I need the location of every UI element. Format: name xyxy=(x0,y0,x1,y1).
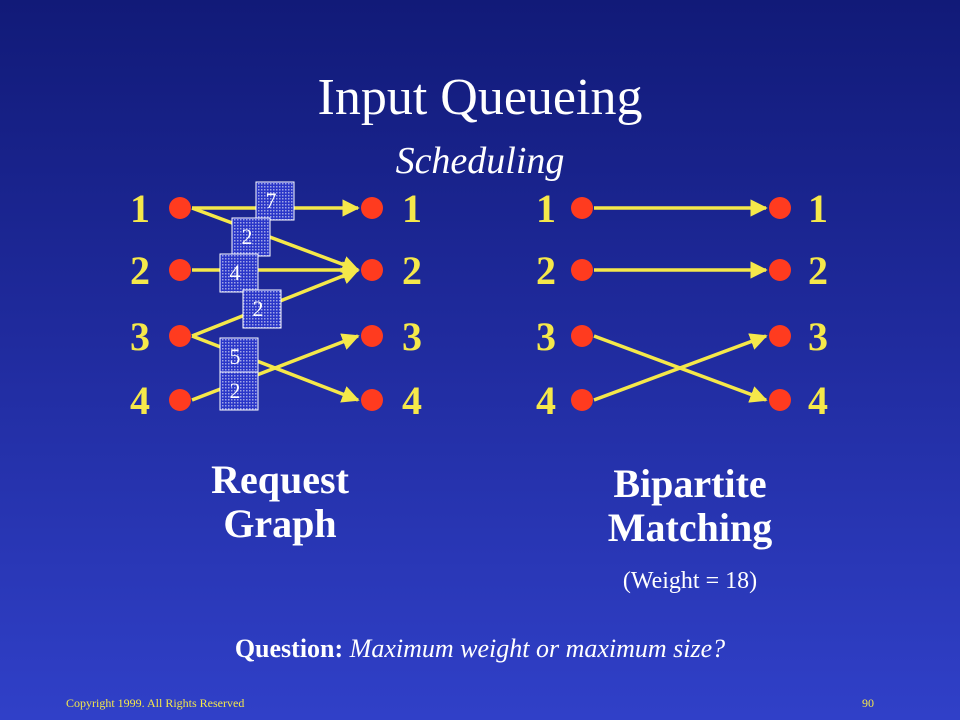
request-input-label-2: 2 xyxy=(130,248,150,293)
request-output-node-1 xyxy=(361,197,383,219)
request-input-node-2 xyxy=(169,259,191,281)
request-input-label-1: 1 xyxy=(130,186,150,231)
request-output-label-2: 2 xyxy=(402,248,422,293)
weight-value: 2 xyxy=(242,224,253,249)
matching-input-node-1 xyxy=(571,197,593,219)
weight-value: 7 xyxy=(266,188,277,213)
matching-weight-note: (Weight = 18) xyxy=(622,568,758,594)
matching-output-node-4 xyxy=(769,389,791,411)
request-output-node-4 xyxy=(361,389,383,411)
matching-output-label-3: 3 xyxy=(808,314,828,359)
request-edge-1-to-2 xyxy=(191,206,360,273)
request-caption-line2: Graph xyxy=(223,501,337,546)
request-caption-line1: Request xyxy=(211,457,349,502)
weight-value: 2 xyxy=(253,296,264,321)
question-line: Question: Maximum weight or maximum size… xyxy=(0,634,960,664)
weight-box-3-to-4: 5 xyxy=(219,337,259,377)
matching-input-node-3 xyxy=(571,325,593,347)
question-label: Question: xyxy=(234,634,344,663)
request-output-label-3: 3 xyxy=(402,314,422,359)
request-output-label-4: 4 xyxy=(402,378,422,423)
request-input-node-1 xyxy=(169,197,191,219)
request-input-node-3 xyxy=(169,325,191,347)
matching-output-node-3 xyxy=(769,325,791,347)
bipartite-caption-line1: Bipartite xyxy=(613,461,767,506)
weight-value: 2 xyxy=(230,378,241,403)
page-number: 90 xyxy=(862,696,874,710)
slide-title: Input Queueing xyxy=(317,69,643,126)
question-text: Maximum weight or maximum size? xyxy=(349,634,726,663)
matching-output-label-2: 2 xyxy=(808,248,828,293)
request-graph-caption: Request Graph xyxy=(180,458,380,546)
weight-value: 4 xyxy=(230,260,241,285)
matching-output-node-2 xyxy=(769,259,791,281)
weight-value: 5 xyxy=(230,344,241,369)
matching-output-label-1: 1 xyxy=(808,186,828,231)
matching-output-label-4: 4 xyxy=(808,378,828,423)
request-input-label-4: 4 xyxy=(130,378,150,423)
weight-box-1-to-1: 7 xyxy=(255,181,295,221)
copyright-text: Copyright 1999. All Rights Reserved xyxy=(66,696,245,710)
matching-input-label-4: 4 xyxy=(536,378,556,423)
matching-input-label-1: 1 xyxy=(536,186,556,231)
request-input-node-4 xyxy=(169,389,191,411)
request-output-node-2 xyxy=(361,259,383,281)
slide-subtitle: Scheduling xyxy=(395,140,565,182)
bipartite-caption-line2: Matching xyxy=(607,505,773,550)
weight-box-4-to-3: 2 xyxy=(219,371,259,411)
matching-input-label-2: 2 xyxy=(536,248,556,293)
request-output-label-1: 1 xyxy=(402,186,422,231)
weight-box-3-to-2: 2 xyxy=(242,289,282,329)
matching-input-node-4 xyxy=(571,389,593,411)
bipartite-matching-caption: Bipartite Matching xyxy=(560,462,820,550)
request-output-node-3 xyxy=(361,325,383,347)
weight-box-1-to-2: 2 xyxy=(231,217,271,257)
matching-input-label-3: 3 xyxy=(536,314,556,359)
request-input-label-3: 3 xyxy=(130,314,150,359)
matching-input-node-2 xyxy=(571,259,593,281)
matching-edge-4-to-3 xyxy=(593,333,768,402)
matching-graph: 1 2 3 4 1 2 3 4 xyxy=(536,186,828,423)
matching-output-node-1 xyxy=(769,197,791,219)
weight-box-2-to-2: 4 xyxy=(219,253,259,293)
